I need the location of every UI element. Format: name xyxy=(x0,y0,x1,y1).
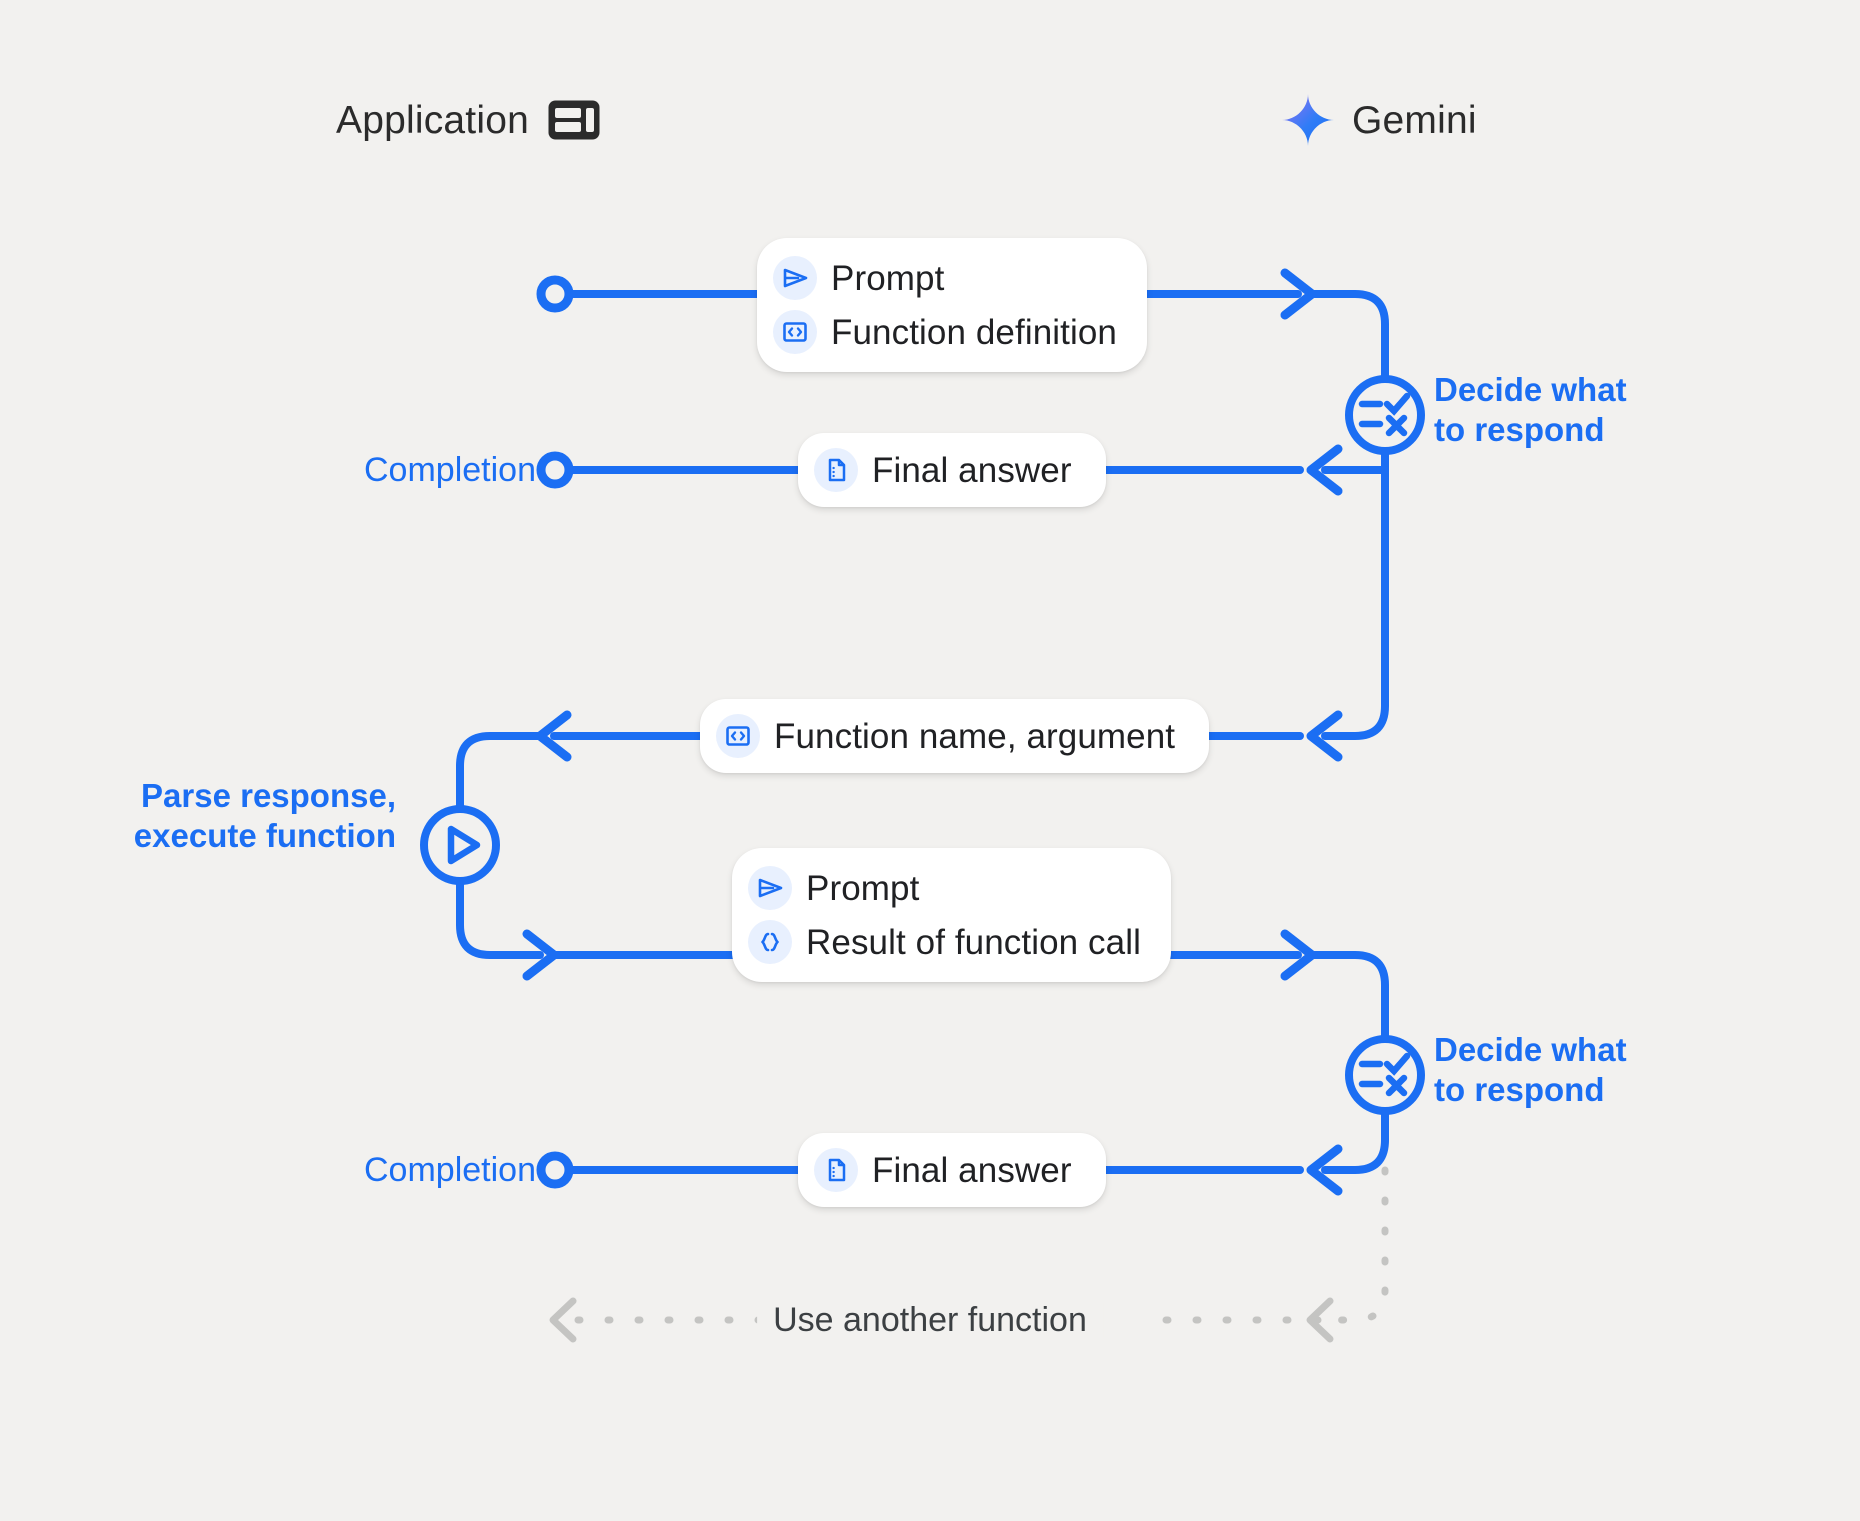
endpoint-dot-completion-2 xyxy=(536,1151,574,1189)
code-brackets-icon xyxy=(773,310,817,354)
actor-application-label: Application xyxy=(336,98,529,142)
node-decide-1 xyxy=(1345,375,1425,455)
arrowhead-left-4 xyxy=(1306,1144,1343,1196)
chip-item-label: Prompt xyxy=(831,258,945,298)
annotation-parse-execute: Parse response, execute function xyxy=(133,777,396,855)
chip-item: Prompt xyxy=(773,251,1117,305)
node-decide-2 xyxy=(1345,1035,1425,1115)
chip-item: Function definition xyxy=(773,305,1117,359)
chip-item-label: Function definition xyxy=(831,312,1117,352)
message-chip-request-2[interactable]: Prompt Result of function call xyxy=(732,848,1171,982)
arrowhead-left-3 xyxy=(1306,710,1343,762)
actor-application-header: Application xyxy=(336,99,601,141)
loop-arrowhead-left xyxy=(549,1297,577,1343)
curly-braces-icon xyxy=(748,920,792,964)
endpoint-dot-completion-1 xyxy=(536,451,574,489)
message-chip-response-1[interactable]: Final answer xyxy=(798,433,1106,507)
completion-label-1: Completion xyxy=(364,451,536,489)
send-paper-plane-icon xyxy=(773,256,817,300)
message-chip-response-3[interactable]: Final answer xyxy=(798,1133,1106,1207)
chip-item: Final answer xyxy=(814,1143,1072,1197)
chip-item: Prompt xyxy=(748,861,1141,915)
send-paper-plane-icon xyxy=(748,866,792,910)
chip-item-label: Function name, argument xyxy=(774,716,1176,756)
gemini-sparkle-icon xyxy=(1282,94,1334,146)
annotation-decide-2: Decide what to respond xyxy=(1434,1031,1627,1109)
chip-item-label: Result of function call xyxy=(806,922,1141,962)
document-icon xyxy=(814,448,858,492)
arrowhead-left-1 xyxy=(1306,444,1343,496)
origin-dot-request-1 xyxy=(536,275,574,313)
chip-item-label: Final answer xyxy=(872,1150,1072,1190)
message-chip-request-1[interactable]: Prompt Function definition xyxy=(757,238,1147,372)
chip-item: Final answer xyxy=(814,443,1072,497)
dashboard-layout-icon xyxy=(547,99,601,141)
loop-arrowhead-right xyxy=(1306,1297,1334,1343)
chip-item-label: Prompt xyxy=(806,868,920,908)
message-chip-response-2[interactable]: Function name, argument xyxy=(700,699,1210,773)
document-icon xyxy=(814,1148,858,1192)
chip-item-label: Final answer xyxy=(872,450,1072,490)
chip-item: Result of function call xyxy=(748,915,1141,969)
completion-label-2: Completion xyxy=(364,1151,536,1189)
actor-gemini-header: Gemini xyxy=(1282,94,1477,146)
actor-gemini-label: Gemini xyxy=(1352,98,1477,142)
chip-item: Function name, argument xyxy=(716,709,1175,763)
code-brackets-icon xyxy=(716,714,760,758)
node-parse-execute xyxy=(420,805,500,885)
annotation-decide-1: Decide what to respond xyxy=(1434,371,1627,449)
loop-label: Use another function xyxy=(757,1303,1103,1337)
